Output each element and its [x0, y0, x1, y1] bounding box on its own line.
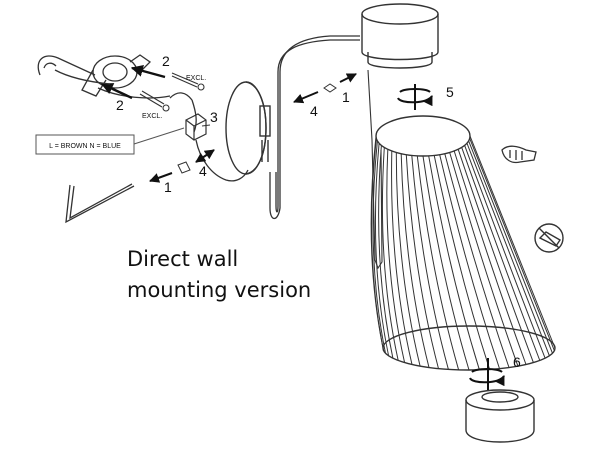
shade-slat: [457, 149, 534, 363]
shade-slat: [433, 155, 491, 370]
rotate-arrow-icon-bottom: [469, 358, 505, 390]
step-label-3: 3: [210, 109, 218, 125]
shade-slat: [444, 153, 510, 368]
arrow-2-bottom: [100, 82, 133, 100]
excl-labels: EXCL. EXCL.: [142, 75, 206, 120]
step-label-1-left: 1: [164, 179, 172, 195]
shade-slat: [395, 152, 421, 367]
shade-slat: [374, 143, 390, 356]
shade-slat: [371, 138, 385, 351]
shade-slat: [391, 150, 413, 365]
shade-slat: [411, 155, 449, 370]
step-label-4-right: 4: [310, 103, 318, 119]
caption-line-2: mounting version: [127, 278, 312, 302]
shade-slat: [405, 154, 439, 369]
wiring-label: L = BROWN N = BLUE: [49, 143, 121, 150]
shade-slat: [466, 142, 550, 356]
arrow-4-right: [293, 91, 319, 104]
junction-block: [185, 113, 207, 141]
shade-slat: [378, 145, 394, 359]
bottom-cap: [465, 389, 535, 443]
arrow-1-right: [339, 73, 357, 83]
arrow-2-top: [130, 65, 166, 79]
step-label-2-bottom: 2: [116, 97, 124, 113]
shade-slat: [386, 149, 406, 363]
shade-slat: [428, 155, 480, 370]
shade-slat: [439, 154, 500, 369]
arrow-4-left: [195, 149, 215, 163]
shade-slat: [400, 153, 430, 368]
mounting-caption: Direct wall mounting version: [127, 244, 367, 306]
shade-slat: [381, 147, 399, 361]
rotate-arrow-icon: [397, 84, 433, 110]
shade-slat: [422, 155, 470, 371]
shade-slat: [469, 138, 555, 351]
wiring-label-box: [35, 134, 135, 155]
shade-slat: [464, 145, 546, 359]
step-label-1-right: 1: [342, 89, 350, 105]
excl-label-top: EXCL.: [186, 75, 206, 82]
hand-push-icon: [501, 145, 537, 164]
shade-slat: [468, 140, 553, 354]
screw-right: [323, 83, 337, 93]
bracket-screw-top: [171, 72, 205, 91]
junction-leader: [201, 124, 211, 127]
caption-line-1: Direct wall: [127, 247, 239, 271]
screw-left: [177, 161, 191, 174]
no-tool-icon: [534, 223, 564, 253]
arrow-1-left: [149, 172, 173, 183]
lamp-head: [361, 3, 439, 69]
shade-slat: [453, 150, 527, 365]
shade-slat: [461, 147, 541, 361]
step-label-4-left: 4: [199, 163, 207, 179]
lamp-arm: [269, 35, 360, 220]
mounting-bracket: [37, 54, 171, 99]
step-label-5: 5: [446, 84, 454, 100]
diagram-labels: 2 2 3 1 4 4 1 5 6: [116, 53, 521, 370]
wall-plate: [225, 81, 271, 175]
excl-label-bottom: EXCL.: [142, 113, 162, 120]
shade-slat: [372, 140, 386, 354]
shade-slat: [449, 152, 519, 367]
shade-slat: [469, 135, 556, 349]
lamp-shade: [370, 115, 556, 371]
step-label-6: 6: [513, 354, 521, 370]
hex-key-icon: [65, 183, 135, 224]
shade-slat: [416, 155, 460, 370]
bracket-screw-bottom: [139, 90, 170, 112]
step-label-2-top: 2: [162, 53, 170, 69]
